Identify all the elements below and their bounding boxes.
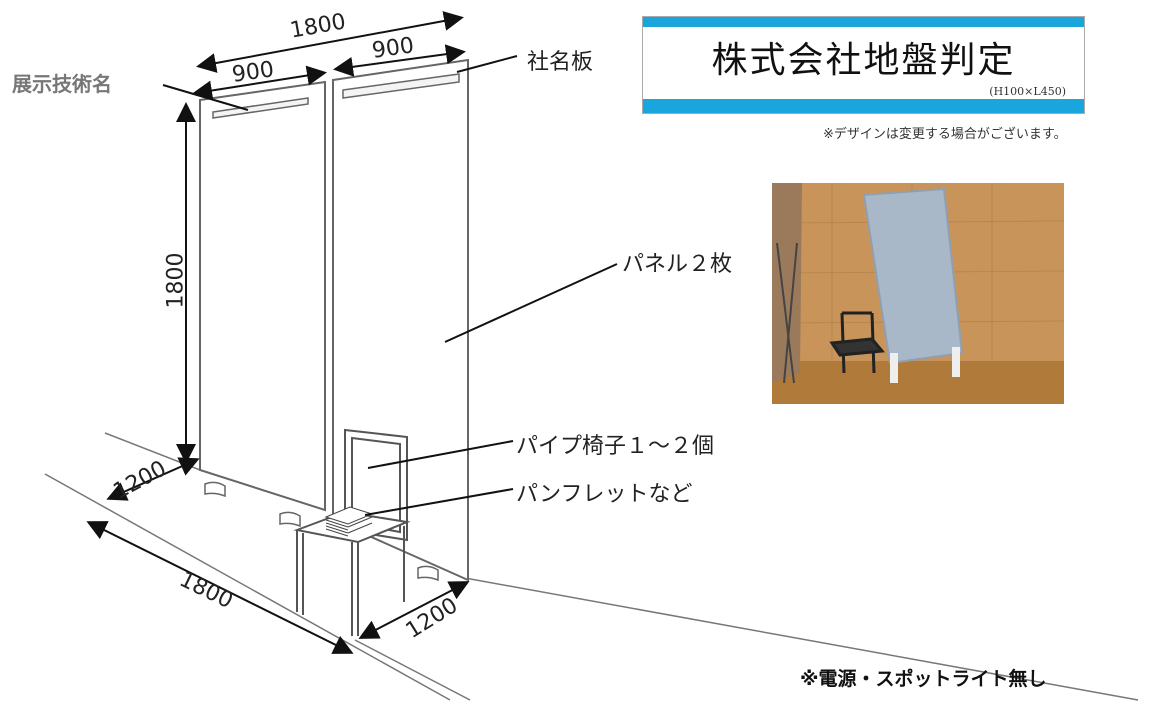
company-board-label: 社名板: [527, 50, 594, 75]
left-panel: [199, 80, 326, 512]
callout-lines: [162, 55, 618, 516]
design-note: ※デザインは変更する場合がございます。: [823, 127, 1067, 142]
signboard-size: (H100×L450): [989, 85, 1066, 98]
exhibit-tech-name-label: 展示技術名: [12, 72, 112, 96]
signboard-company-name: 株式会社地盤判定: [711, 40, 1016, 81]
booth-photo: [772, 183, 1064, 404]
pamphlets-label: パンフレットなど: [516, 482, 693, 507]
signboard-top-bar: [643, 17, 1084, 27]
dimension-arrows: [86, 11, 470, 654]
pipe-chairs-label: パイプ椅子１～２個: [516, 434, 715, 459]
power-spotlight-note: ※電源・スポットライト無し: [800, 668, 1047, 690]
dim-height: 1800: [163, 252, 189, 309]
company-signboard: 株式会社地盤判定 (H100×L450): [642, 16, 1085, 114]
panels-label: パネル２枚: [622, 252, 733, 277]
signboard-bottom-bar: [643, 99, 1084, 113]
